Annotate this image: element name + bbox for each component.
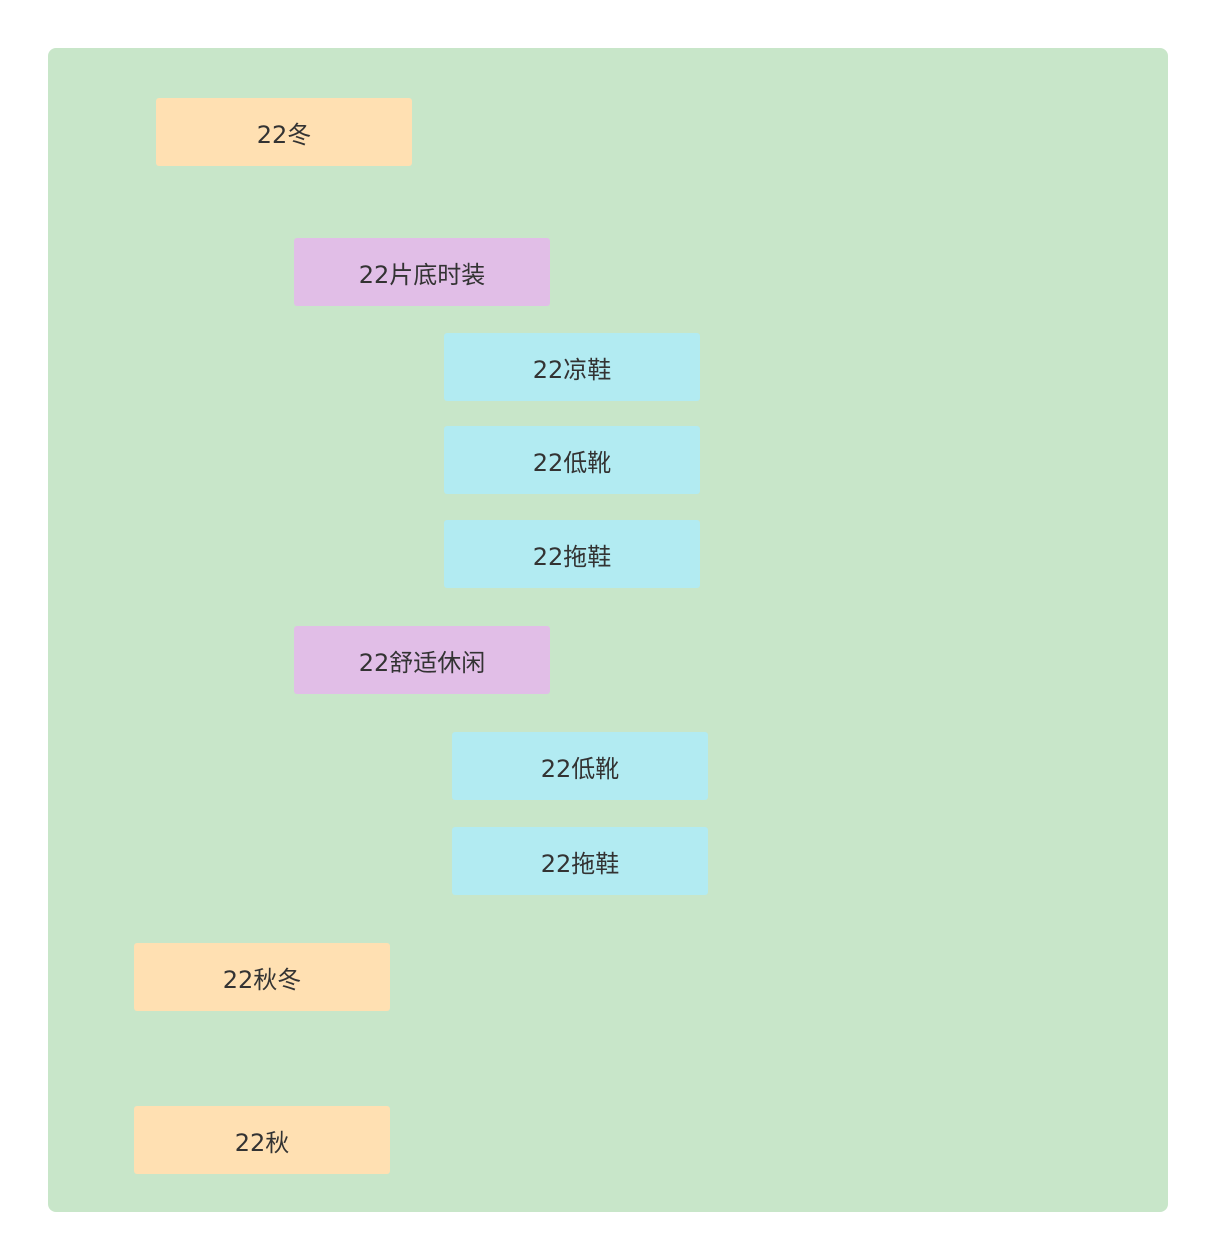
node-22-low-boots[interactable]: 22低靴 xyxy=(444,426,700,494)
node-22-casual[interactable]: 22舒适休闲 xyxy=(294,626,550,694)
node-22-autumn[interactable]: 22秋 xyxy=(134,1106,390,1174)
diagram-canvas xyxy=(48,48,1168,1212)
node-22-sandals[interactable]: 22凉鞋 xyxy=(444,333,700,401)
node-22-flat-fashion[interactable]: 22片底时装 xyxy=(294,238,550,306)
node-22-low-boots-casual[interactable]: 22低靴 xyxy=(452,732,708,800)
node-22-slippers[interactable]: 22拖鞋 xyxy=(444,520,700,588)
node-22-autumn-winter[interactable]: 22秋冬 xyxy=(134,943,390,1011)
node-22-winter[interactable]: 22冬 xyxy=(156,98,412,166)
node-22-slippers-casual[interactable]: 22拖鞋 xyxy=(452,827,708,895)
